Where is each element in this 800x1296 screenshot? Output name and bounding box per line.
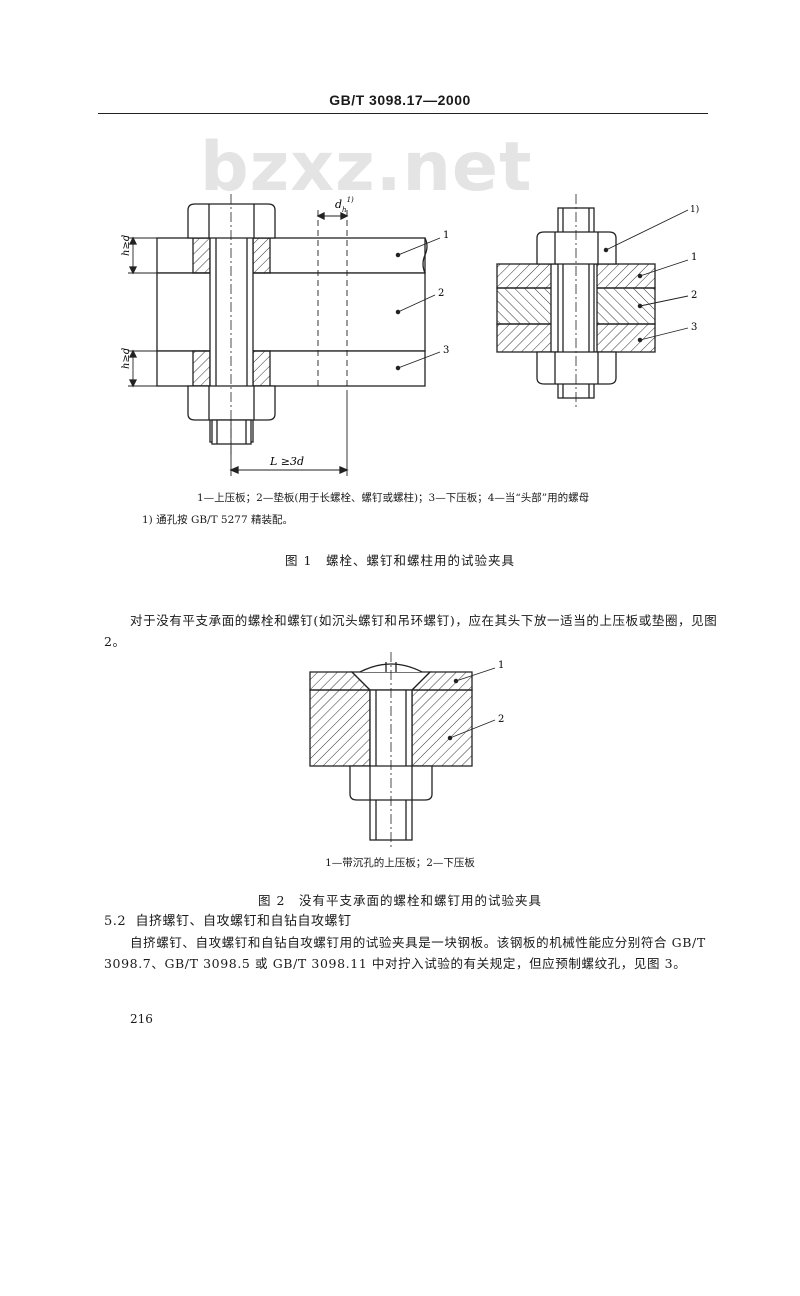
section-title: 自挤螺钉、自攻螺钉和自钻自攻螺钉 xyxy=(135,914,352,929)
figure-2-legend: 1—带沉孔的上压板；2—下压板 xyxy=(325,857,475,869)
dim-h-bottom: h≥d xyxy=(121,348,132,369)
figure-1-left-assembly xyxy=(128,194,441,476)
dim-dh: dh1) xyxy=(335,196,354,214)
figure-2-drawing: 1 2 xyxy=(309,652,504,848)
figure-1-caption: 图 1 螺栓、螺钉和螺柱用的试验夹具 xyxy=(285,553,515,568)
dim-dh-superscript: 1) xyxy=(347,196,354,204)
dim-dh-subscript: h xyxy=(342,206,347,214)
callout-right-4: 1) xyxy=(690,204,699,215)
callout-right-2: 2 xyxy=(691,290,697,301)
section-heading: 5.2 自挤螺钉、自攻螺钉和自钻自攻螺钉 xyxy=(104,910,351,929)
callout-right-3: 3 xyxy=(691,322,697,333)
paragraph-2: 自挤螺钉、自攻螺钉和自钻自攻螺钉用的试验夹具是一块钢板。该钢板的机械性能应分别符… xyxy=(104,935,706,971)
figure-2-callout-1: 1 xyxy=(498,660,504,671)
callout-right-1: 1 xyxy=(691,252,697,263)
dim-dh-symbol: d xyxy=(335,198,342,211)
figure-1-footnote: 1) 通孔按 GB/T 5277 精装配。 xyxy=(142,514,293,526)
figure-2-callout-2: 2 xyxy=(498,714,504,725)
paragraph-1: 对于没有平支承面的螺栓和螺钉(如沉头螺钉和吊环螺钉)，应在其头下放一适当的上压板… xyxy=(104,613,718,649)
figure-1-drawing: h≥d h≥d dh1) L ≥3d 1 2 3 1) 1 2 xyxy=(121,194,699,476)
dim-h-top: h≥d xyxy=(121,235,132,256)
callout-left-2: 2 xyxy=(438,288,444,299)
document-header: GB/T 3098.17—2000 xyxy=(329,92,471,108)
section-number: 5.2 xyxy=(104,914,127,929)
figure-1-legend: 1—上压板；2—垫板(用于长螺栓、螺钉或螺柱)；3—下压板；4—当“头部”用的螺… xyxy=(197,492,590,504)
callout-left-1: 1 xyxy=(443,230,449,241)
page-number: 216 xyxy=(130,1012,153,1026)
callout-left-3: 3 xyxy=(443,345,449,356)
figure-1-right-assembly xyxy=(496,194,689,408)
header-rule xyxy=(98,113,708,114)
figure-2-caption: 图 2 没有平支承面的螺栓和螺钉用的试验夹具 xyxy=(258,893,542,908)
watermark: bzxz.net xyxy=(200,128,533,207)
dim-L: L ≥3d xyxy=(269,455,304,468)
